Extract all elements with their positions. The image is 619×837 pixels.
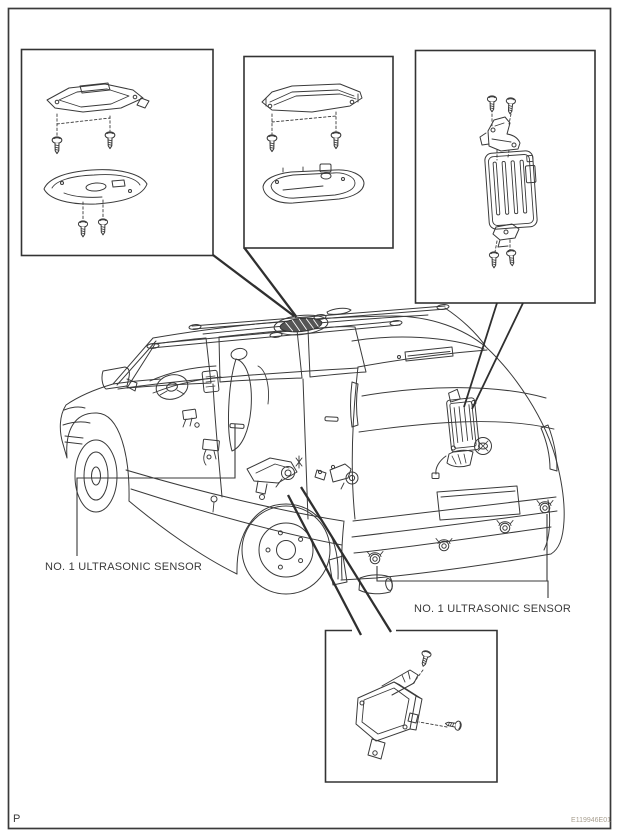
- front-wheel: [74, 439, 118, 513]
- exploded-view-roof-bracket: [43, 82, 150, 238]
- vehicle-illustration: [59, 304, 565, 595]
- rear-wheel: [241, 505, 331, 595]
- door-handle: [324, 416, 339, 422]
- tail-lamp-left: [350, 381, 359, 428]
- pointer-box3-to-ecu: [463, 302, 498, 408]
- roof-sensor-module: [273, 314, 329, 336]
- interior-sketch: [149, 347, 269, 513]
- pointer-box3-to-ecu-2: [471, 302, 524, 410]
- overhead-sensor-cover: [43, 169, 148, 205]
- detail-box-sensor-ecu: [414, 49, 596, 304]
- tailgate: [350, 336, 558, 521]
- page-letter: P: [13, 813, 20, 825]
- pointer-sensor-to-box4-2: [300, 486, 392, 633]
- exploded-view-bumper-sensor-bracket: [355, 649, 463, 760]
- quarter-panel-sensor: [314, 463, 359, 490]
- bumper-sensor: [496, 520, 514, 534]
- tail-lamp-right: [540, 424, 558, 472]
- right-label-leader-line: [376, 514, 549, 598]
- figure-code: E119946E01: [571, 817, 611, 824]
- ecu-on-tailgate: [431, 388, 492, 479]
- pointer-box1-to-roof: [212, 254, 295, 317]
- detail-box-overhead-sensor-bracket: [20, 48, 214, 257]
- door-handle: [229, 423, 245, 429]
- exploded-view-roof-housing: [261, 83, 365, 204]
- detail-box-overhead-sensor-housing: [243, 55, 394, 249]
- overhead-sensor-housing: [262, 163, 365, 204]
- right-sensor-label: NO. 1 ULTRASONIC SENSOR: [414, 603, 571, 615]
- bumper-sensor: [435, 538, 453, 552]
- detail-box-bumper-sensor-bracket: [324, 629, 498, 783]
- exhaust-tip: [358, 574, 393, 595]
- left-label-leader-line: [76, 424, 236, 556]
- front-end-details: [62, 406, 91, 445]
- sliding-door-window: [218, 329, 303, 383]
- left-sensor-label: NO. 1 ULTRASONIC SENSOR: [45, 561, 202, 573]
- fender-sensor-assembly: [246, 455, 303, 500]
- pointer-sensor-to-box4: [286, 494, 363, 636]
- roof-antenna: [326, 307, 352, 315]
- bumper-sensor: [366, 551, 384, 565]
- bumper-sensor: [536, 500, 554, 514]
- exploded-view-ultrasonic-ecu: [479, 95, 538, 269]
- pointer-box2-to-roof: [243, 247, 298, 318]
